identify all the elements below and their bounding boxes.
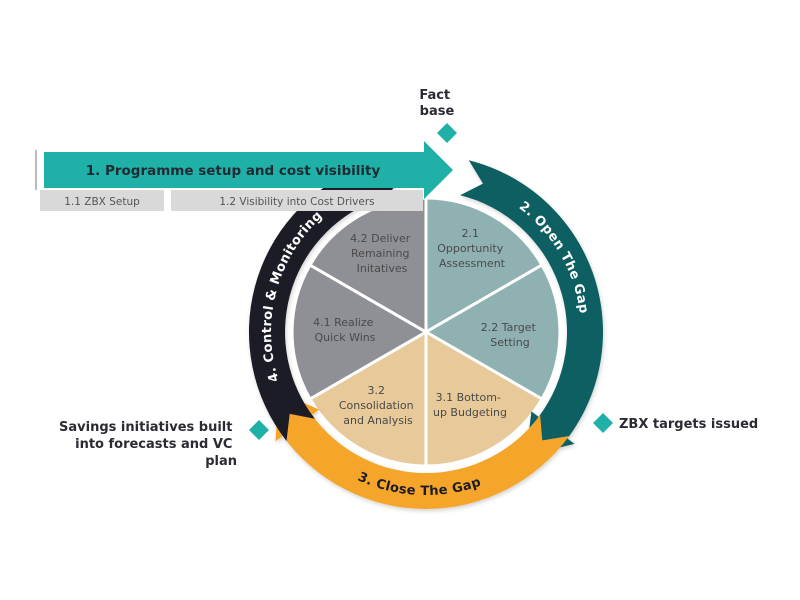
step-label-visibility: 1.2 Visibility into Cost Drivers [219, 196, 374, 208]
milestone-fact-base: Fact base [419, 88, 457, 143]
pie-segments [290, 196, 562, 468]
segment-label-2-2: 2.2 Target Setting [481, 321, 540, 349]
milestone-zbx-targets: ZBX targets issued [593, 413, 758, 433]
savings-diamond-icon [249, 420, 269, 440]
segment-label-4-2: 4.2 Deliver Remaining Initatives [350, 232, 414, 275]
segment-label-3-2: 3.2 Consolidation and Analysis [339, 384, 417, 427]
fact-base-diamond-icon [437, 123, 457, 143]
step-bar-visibility [171, 190, 423, 211]
zbx-targets-diamond-icon [593, 413, 613, 433]
segment-4-1 [290, 262, 429, 402]
segment-label-3-1: 3.1 Bottom- up Budgeting [433, 391, 507, 419]
programme-arrow-shape [44, 141, 453, 199]
savings-label: Savings initiatives built into forecasts… [59, 420, 237, 469]
segment-2-2 [423, 262, 562, 402]
segment-3-1 [424, 329, 545, 468]
programme-title: 1. Programme setup and cost visibility [86, 163, 381, 179]
segment-label-2-1: 2.1 Opportunity Assessment [437, 227, 507, 270]
open-gap-ring [460, 160, 603, 456]
step-label-zbx-setup: 1.1 ZBX Setup [64, 196, 140, 208]
phase-rings [248, 159, 603, 509]
programme-arrow: 1. Programme setup and cost visibility [35, 141, 453, 199]
step-bar-zbx-setup [40, 190, 164, 211]
close-gap-ring [275, 391, 570, 509]
segment-labels: 2.1 Opportunity Assessment 2.2 Target Se… [313, 227, 540, 427]
zbx-targets-label: ZBX targets issued [619, 417, 758, 432]
programme-steps: 1.1 ZBX Setup 1.2 Visibility into Cost D… [40, 190, 423, 211]
control-monitoring-ring [248, 159, 404, 441]
milestone-savings: Savings initiatives built into forecasts… [59, 420, 269, 469]
segment-label-4-1: 4.1 Realize Quick Wins [313, 316, 377, 344]
segment-2-1 [424, 196, 545, 335]
fact-base-label: Fact base [419, 88, 454, 119]
